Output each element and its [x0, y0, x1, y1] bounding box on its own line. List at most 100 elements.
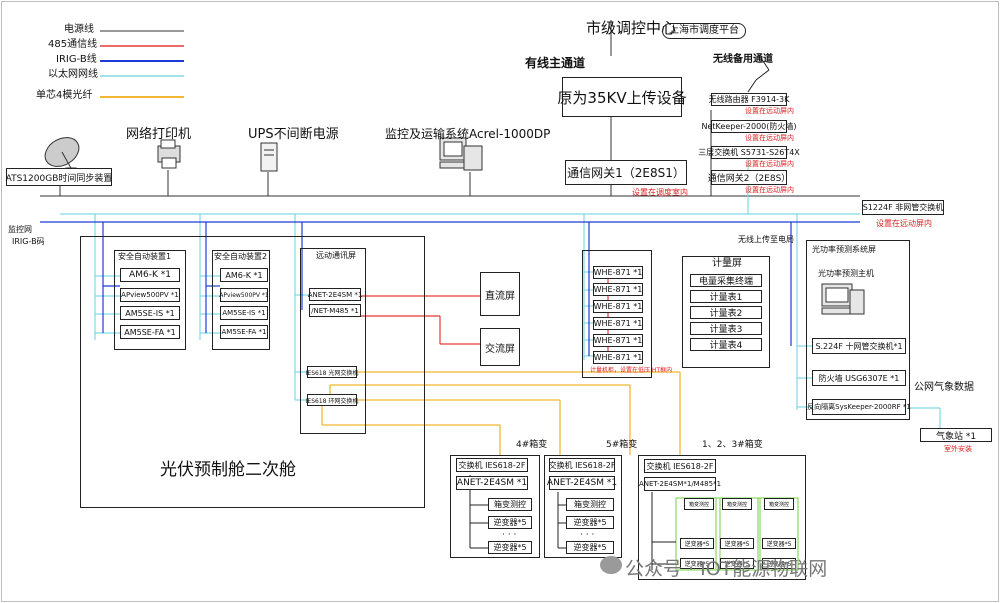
dc-screen: 直流屏: [480, 272, 520, 316]
meter-item: 计量表3: [690, 322, 762, 335]
box-sub-4-switch: 交换机 IES618-2F: [456, 458, 528, 472]
box-sub-5-title: 5#箱变: [606, 440, 638, 450]
weather-note: 室外安装: [944, 445, 972, 453]
safety-1-item: AM6-K *1: [120, 268, 180, 282]
ac-screen: 交流屏: [480, 328, 520, 366]
time-sync-device: ATS1200GB时间同步装置: [6, 168, 112, 186]
box-sub-5-panel: [544, 455, 622, 558]
box-sub-5-ctrl: 箱变测控: [566, 498, 614, 511]
dispatch-center: 市级调控中心: [586, 19, 677, 37]
remote-comm-panel: [300, 248, 366, 434]
box-sub-5-dots: · · ·: [580, 530, 595, 540]
meter-item: 计量表1: [690, 290, 762, 303]
watermark: 公众号 · IOT能源物联网: [625, 558, 828, 580]
safety-2-item: APview500PV *1: [219, 288, 269, 302]
whe-panel: [582, 250, 652, 378]
irig-label-2: IRIG-B码: [12, 237, 45, 246]
wechat-logo-icon: [600, 556, 622, 574]
safety-device-2-panel: [212, 250, 270, 350]
meter-item: 计量表4: [690, 338, 762, 351]
box-sub-123-inverter: 逆变器*5: [762, 538, 796, 549]
s1224f-switch: S1224F 非网管交换机: [862, 200, 944, 215]
netkeeper: NetKeeper-2000(防火墙): [701, 120, 797, 133]
l3-note: 设置在远动屏内: [745, 160, 794, 168]
remote-item: /NET-M485 *1: [309, 304, 361, 317]
whe-item: WHE-871 *1: [593, 351, 643, 364]
prediction-item: 反向隔离SysKeeper-2000RF *1: [807, 399, 911, 415]
legend-irig: IRIG-B线: [56, 54, 97, 65]
box-sub-123-inverter: 逆变器*5: [720, 558, 754, 569]
box-sub-123-inverter: 逆变器*5: [720, 538, 754, 549]
prediction-host-label: 光功率预测主机: [818, 269, 874, 278]
power-prediction-title: 光功率预测系统屏: [812, 245, 876, 254]
secondary-cabin: [80, 236, 425, 508]
box-sub-5-inverter: 逆变器*5: [566, 516, 614, 529]
l3-switch: 三层交换机 S5731-S26T4X: [698, 146, 800, 159]
ups-label: UPS不间断电源: [248, 127, 339, 142]
box-sub-4-ctrl: 箱变测控: [488, 498, 532, 511]
wireless-channel-label: 无线备用通道: [713, 54, 773, 65]
box-sub-5-inverter: 逆变器*5: [566, 541, 614, 554]
box-sub-123-inverter: 逆变器*5: [680, 538, 714, 549]
safety-2-title: 安全自动装置2: [214, 252, 268, 261]
ups-icon: [260, 142, 278, 172]
gateway1: 通信网关1（2E8S1）: [565, 160, 687, 185]
box-sub-5-anet: ANET-2E4SM *1: [546, 476, 618, 490]
meter-panel: [682, 256, 770, 368]
router-note: 设置在远动屏内: [745, 107, 794, 115]
whe-item: WHE-871 *1: [593, 334, 643, 347]
whe-item: WHE-871 *1: [593, 300, 643, 313]
box-sub-4-dots: · · ·: [502, 530, 517, 540]
prediction-computer-icon: [821, 283, 865, 315]
box-sub-123-inverter: 逆变器*5: [762, 558, 796, 569]
box-sub-123-ctrl: 箱变测控: [684, 498, 714, 510]
safety-device-1-panel: [114, 250, 186, 350]
gateway2: 通信网关2（2E8S）: [708, 170, 790, 185]
box-sub-4-anet: ANET-2E4SM *1: [456, 476, 528, 490]
box-sub-123-ctrl: 箱变测控: [722, 498, 752, 510]
prediction-item: 防火墙 USG6307E *1: [812, 370, 906, 386]
whe-item: WHE-871 *1: [593, 317, 643, 330]
safety-1-item: APview500PV *1: [120, 288, 180, 302]
safety-1-item: AM5SE-IS *1: [120, 306, 180, 320]
meter-item: 电量采集终端: [690, 274, 762, 287]
whe-item: WHE-871 *1: [593, 283, 643, 296]
dispatch-platform: 上海市调度平台: [662, 23, 746, 39]
wireless-router: 无线路由器 F3914-3K: [708, 93, 790, 106]
box-sub-123-title: 1、2、3#箱变: [702, 440, 763, 450]
meter-item: 计量表2: [690, 306, 762, 319]
legend-power: 电源线: [64, 24, 94, 35]
printer-icon: [157, 139, 181, 169]
meter-title: 计量屏: [712, 258, 742, 269]
box-sub-123-panel: [638, 455, 806, 580]
box-sub-123-inverter: 逆变器*5: [680, 558, 714, 569]
legend-ethernet: 以太网网线: [48, 69, 98, 80]
printer-label: 网络打印机: [126, 127, 192, 142]
monitor-system-label: 监控及运输系统Acrel-1000DP: [385, 127, 551, 141]
legend-swatches: [100, 30, 184, 98]
legend-485: 485通信线: [48, 39, 98, 50]
whe-note: 计量机柜，设置在低压 HT框内: [590, 367, 673, 374]
box-sub-5-switch: 交换机 IES618-2F: [549, 458, 615, 472]
wired-channel-label: 有线主通道: [525, 56, 586, 70]
fiber-lines: [321, 371, 681, 455]
box-sub-123-anet: ANET-2E4SM*1/M485*1: [639, 477, 721, 491]
box-sub-4-inverter: 逆变器*5: [488, 516, 532, 529]
meter-upload-note: 无线上传至电局: [738, 235, 794, 244]
optical-switch: IES618 光网交换机: [306, 366, 358, 378]
gateway2-note: 设置在远动屏内: [745, 186, 794, 194]
whe-item: WHE-871 *1: [593, 266, 643, 279]
weather-data-label: 公网气象数据: [914, 382, 974, 393]
safety-2-item: AM5SE-IS *1: [220, 306, 268, 320]
weather-station: 气象站 *1: [920, 428, 992, 442]
safety-1-item: AM5SE-FA *1: [120, 325, 180, 339]
prediction-item: S.224F 十网管交换机*1: [812, 338, 906, 354]
legend-fiber: 单芯4模光纤: [36, 90, 93, 101]
box-sub-123-ctrl: 箱变测控: [764, 498, 794, 510]
remote-item: ANET-2E4SM *1: [308, 288, 362, 301]
box-sub-4-inverter: 逆变器*5: [488, 541, 532, 554]
box-sub-4-panel: [450, 455, 540, 558]
ring-switch: IES618 环网交换机: [306, 394, 358, 406]
